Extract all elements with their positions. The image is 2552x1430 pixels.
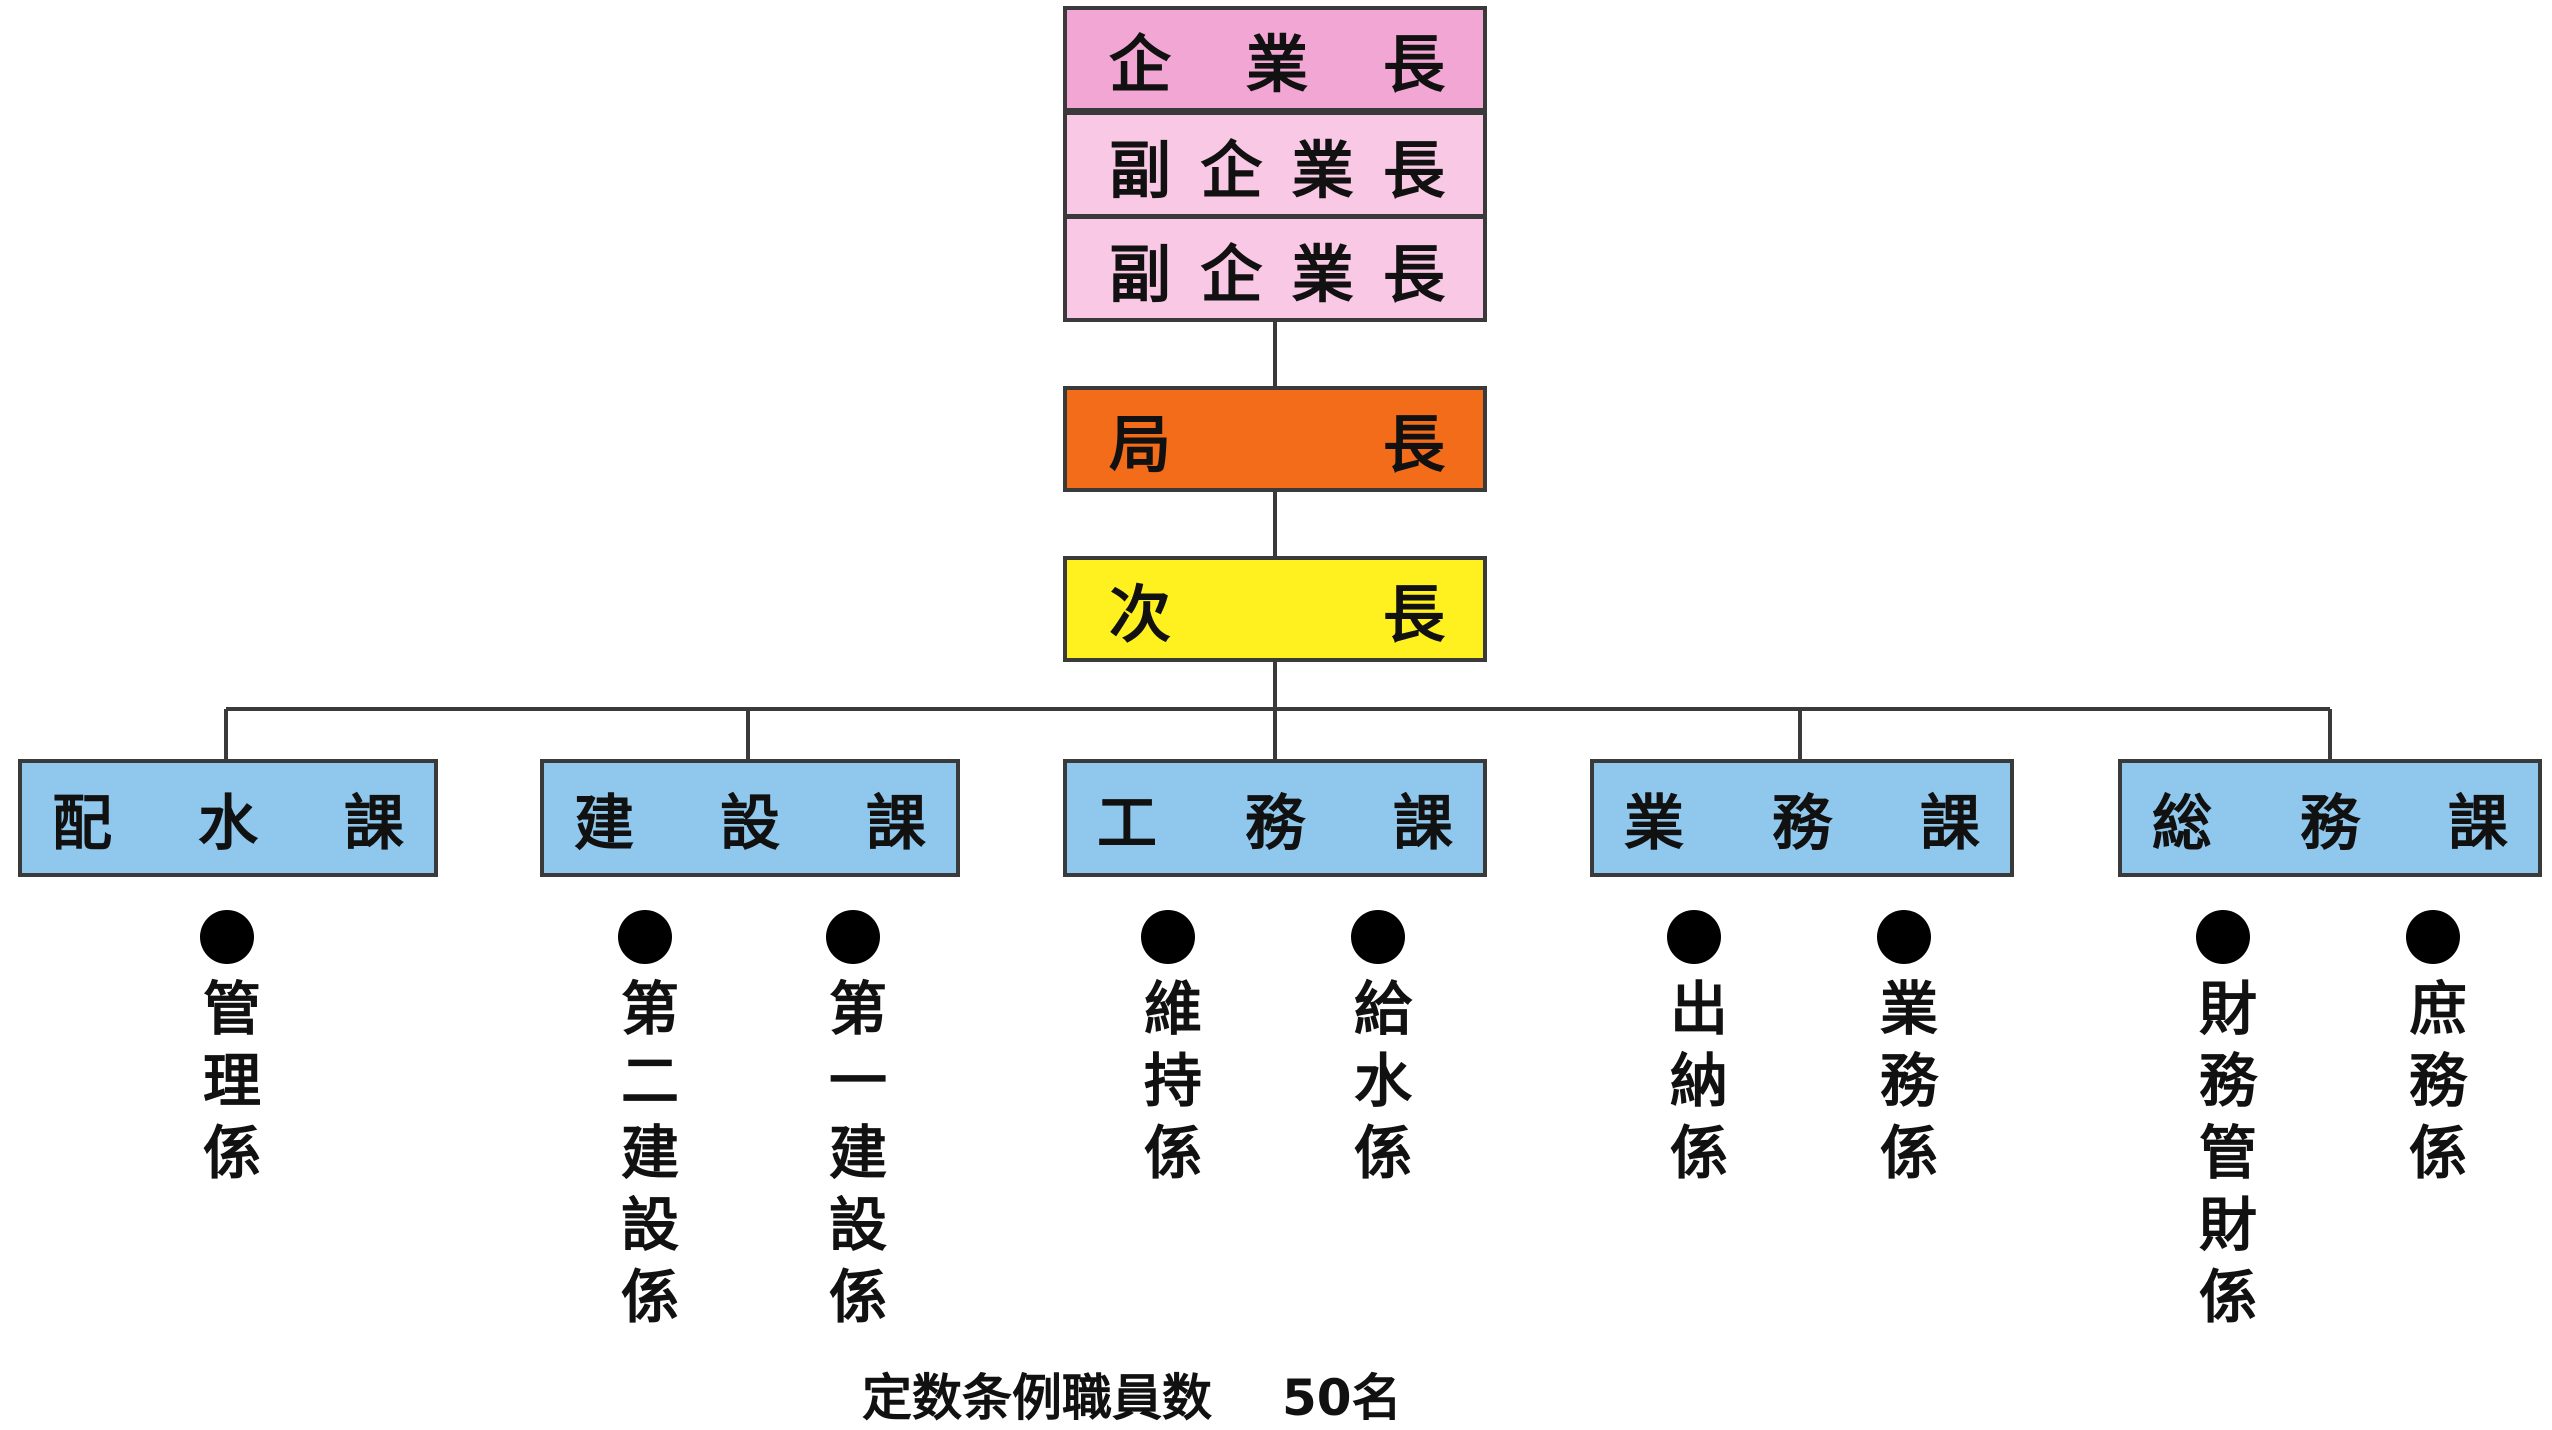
bullet-dot-icon [1351, 910, 1405, 964]
kigyocho-char: 業 [1245, 28, 1308, 101]
staff-count-value: 50名 [1282, 1369, 1402, 1427]
dept-char: 配 [52, 788, 112, 859]
unit-kyusui: 給水係 [1343, 910, 1413, 1194]
bullet-dot-icon [1141, 910, 1195, 964]
fuku1-char: 企 [1200, 133, 1263, 207]
kyokucho-box: 局 長 [1063, 386, 1487, 492]
dept-char: 務 [1245, 788, 1305, 859]
unit-suito: 出納係 [1659, 910, 1729, 1194]
dept-char: 課 [866, 788, 926, 859]
unit-label: 維持係 [1134, 978, 1202, 1194]
staff-count-note: 定数条例職員数 50名 [862, 1358, 1402, 1430]
jicho-char: 次 [1109, 578, 1172, 651]
fuku-kigyocho-box-2: 副 企 業 長 [1063, 216, 1487, 322]
fuku2-char: 業 [1291, 237, 1354, 311]
dept-char: 業 [1624, 788, 1684, 859]
unit-gyomu: 業務係 [1869, 910, 1939, 1194]
unit-label: 第一建設係 [819, 978, 887, 1338]
unit-iji: 維持係 [1133, 910, 1203, 1194]
dept-char: 設 [720, 788, 780, 859]
dept-char: 総 [2152, 788, 2212, 859]
dept-char: 水 [198, 788, 258, 859]
bullet-dot-icon [1667, 910, 1721, 964]
unit-label: 財務管財係 [2189, 978, 2257, 1338]
unit-dai2-kensetsu: 第二建設係 [610, 910, 680, 1338]
bullet-dot-icon [2196, 910, 2250, 964]
bullet-dot-icon [1877, 910, 1931, 964]
dept-char: 務 [2300, 788, 2360, 859]
dept-char: 課 [2448, 788, 2508, 859]
dept-char: 課 [344, 788, 404, 859]
kigyocho-char: 長 [1382, 28, 1445, 101]
bullet-dot-icon [2406, 910, 2460, 964]
kigyocho-box: 企 業 長 [1063, 6, 1487, 112]
dept-char: 課 [1393, 788, 1453, 859]
unit-dai1-kensetsu: 第一建設係 [818, 910, 888, 1338]
jicho-char: 長 [1382, 578, 1445, 651]
fuku2-char: 長 [1382, 237, 1445, 311]
dept-somu: 総 務 課 [2118, 759, 2542, 877]
fuku2-char: 企 [1200, 237, 1263, 311]
fuku1-char: 業 [1291, 133, 1354, 207]
unit-shomu: 庶務係 [2398, 910, 2468, 1194]
fuku-kigyocho-box-1: 副 企 業 長 [1063, 112, 1487, 218]
fuku1-char: 副 [1109, 133, 1172, 207]
dept-komu: 工 務 課 [1063, 759, 1487, 877]
dept-char: 工 [1097, 788, 1157, 859]
kyokucho-char: 長 [1382, 408, 1445, 481]
dept-haisui: 配 水 課 [18, 759, 438, 877]
dept-char: 課 [1920, 788, 1980, 859]
fuku1-char: 長 [1382, 133, 1445, 207]
staff-count-label: 定数条例職員数 [862, 1369, 1212, 1427]
unit-kanri: 管理係 [192, 910, 262, 1194]
unit-zaimu-kanzai: 財務管財係 [2188, 910, 2258, 1338]
bullet-dot-icon [200, 910, 254, 964]
jicho-box: 次 長 [1063, 556, 1487, 662]
unit-label: 庶務係 [2399, 978, 2467, 1194]
dept-char: 建 [574, 788, 634, 859]
dept-char: 務 [1772, 788, 1832, 859]
dept-gyomu: 業 務 課 [1590, 759, 2014, 877]
dept-kensetsu: 建 設 課 [540, 759, 960, 877]
unit-label: 第二建設係 [611, 978, 679, 1338]
unit-label: 給水係 [1344, 978, 1412, 1194]
unit-label: 管理係 [193, 978, 261, 1194]
fuku2-char: 副 [1109, 237, 1172, 311]
bullet-dot-icon [826, 910, 880, 964]
bullet-dot-icon [618, 910, 672, 964]
unit-label: 業務係 [1870, 978, 1938, 1194]
unit-label: 出納係 [1660, 978, 1728, 1194]
kyokucho-char: 局 [1109, 408, 1172, 481]
kigyocho-char: 企 [1109, 28, 1172, 101]
